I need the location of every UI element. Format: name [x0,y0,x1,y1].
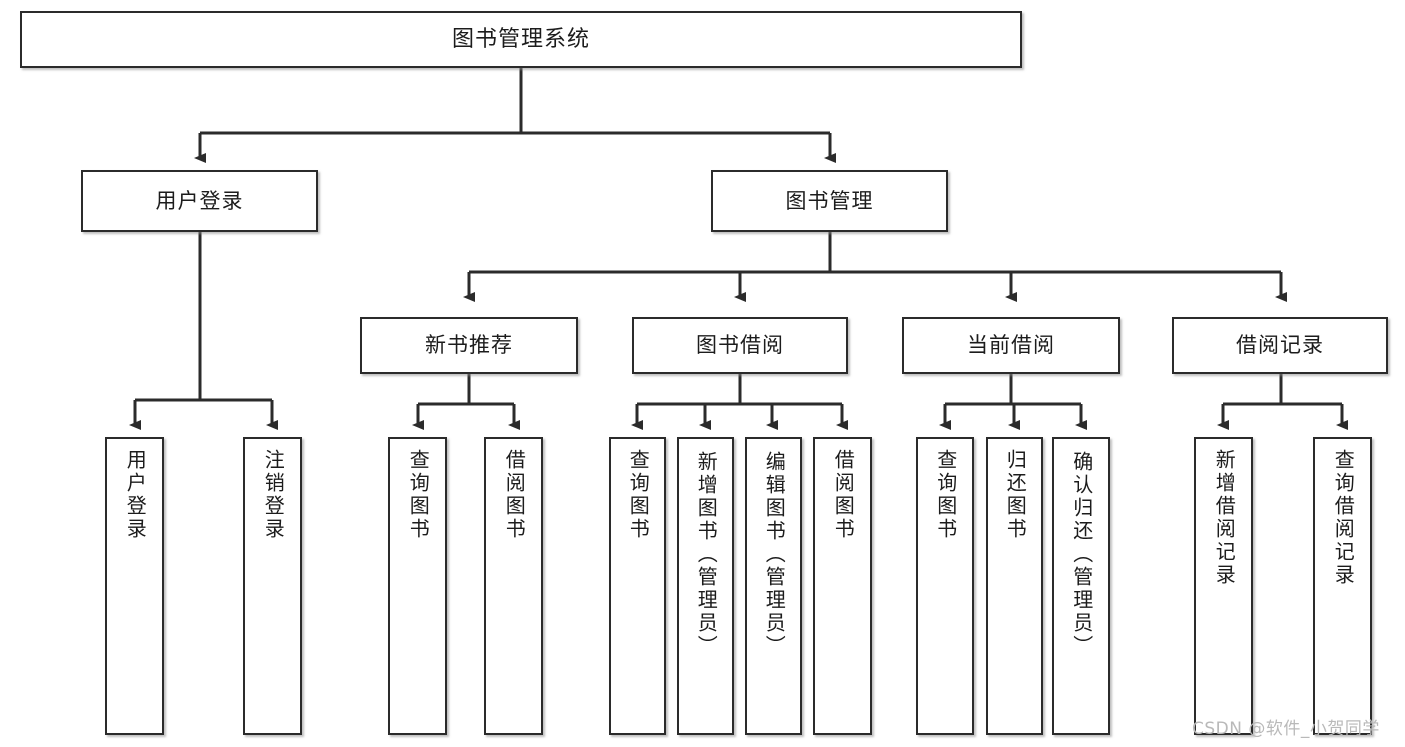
node-label: 用户登录 [123,449,148,541]
node-borrow-record[interactable]: 借阅记录 [1172,317,1388,374]
node-label: 归还图书 [1003,449,1028,541]
node-label: 新增图书（管理员） [694,451,719,658]
leaf-add-book-admin[interactable]: 新增图书（管理员） [677,437,734,735]
node-label: 新增借阅记录 [1212,449,1237,587]
watermark: CSDN @软件_小贺同学 [1192,719,1380,739]
node-book-borrow[interactable]: 图书借阅 [632,317,848,374]
leaf-query-borrow-record[interactable]: 查询借阅记录 [1313,437,1372,735]
node-root-system[interactable]: 图书管理系统 [20,11,1022,68]
leaf-query-book-recommend[interactable]: 查询图书 [388,437,447,735]
leaf-return-book[interactable]: 归还图书 [986,437,1043,735]
node-label: 新书推荐 [425,333,513,358]
node-label: 查询图书 [406,449,431,541]
leaf-user-login[interactable]: 用户登录 [105,437,164,735]
node-label: 编辑图书（管理员） [762,451,787,658]
node-book-management[interactable]: 图书管理 [711,170,948,232]
leaf-borrow-book[interactable]: 借阅图书 [813,437,872,735]
node-label: 查询图书 [626,449,651,541]
node-label: 图书管理 [785,188,874,213]
node-label: 查询图书 [933,449,958,541]
node-label: 确认归还（管理员） [1069,451,1094,658]
node-current-borrow[interactable]: 当前借阅 [902,317,1120,374]
leaf-edit-book-admin[interactable]: 编辑图书（管理员） [745,437,802,735]
node-label: 图书借阅 [696,333,784,358]
node-label: 图书管理系统 [451,26,590,52]
leaf-query-book-borrow[interactable]: 查询图书 [609,437,666,735]
leaf-add-borrow-record[interactable]: 新增借阅记录 [1194,437,1253,735]
leaf-logout[interactable]: 注销登录 [243,437,302,735]
node-label: 查询借阅记录 [1331,449,1356,587]
node-label: 借阅图书 [502,449,527,541]
node-label: 借阅图书 [831,449,856,541]
leaf-query-book-current[interactable]: 查询图书 [916,437,974,735]
node-label: 注销登录 [261,449,286,541]
node-label: 当前借阅 [967,333,1055,358]
node-label: 用户登录 [155,188,244,213]
leaf-confirm-return-admin[interactable]: 确认归还（管理员） [1052,437,1110,735]
node-new-book-recommend[interactable]: 新书推荐 [360,317,578,374]
node-user-login[interactable]: 用户登录 [81,170,318,232]
leaf-borrow-book-recommend[interactable]: 借阅图书 [484,437,543,735]
node-label: 借阅记录 [1236,333,1324,358]
